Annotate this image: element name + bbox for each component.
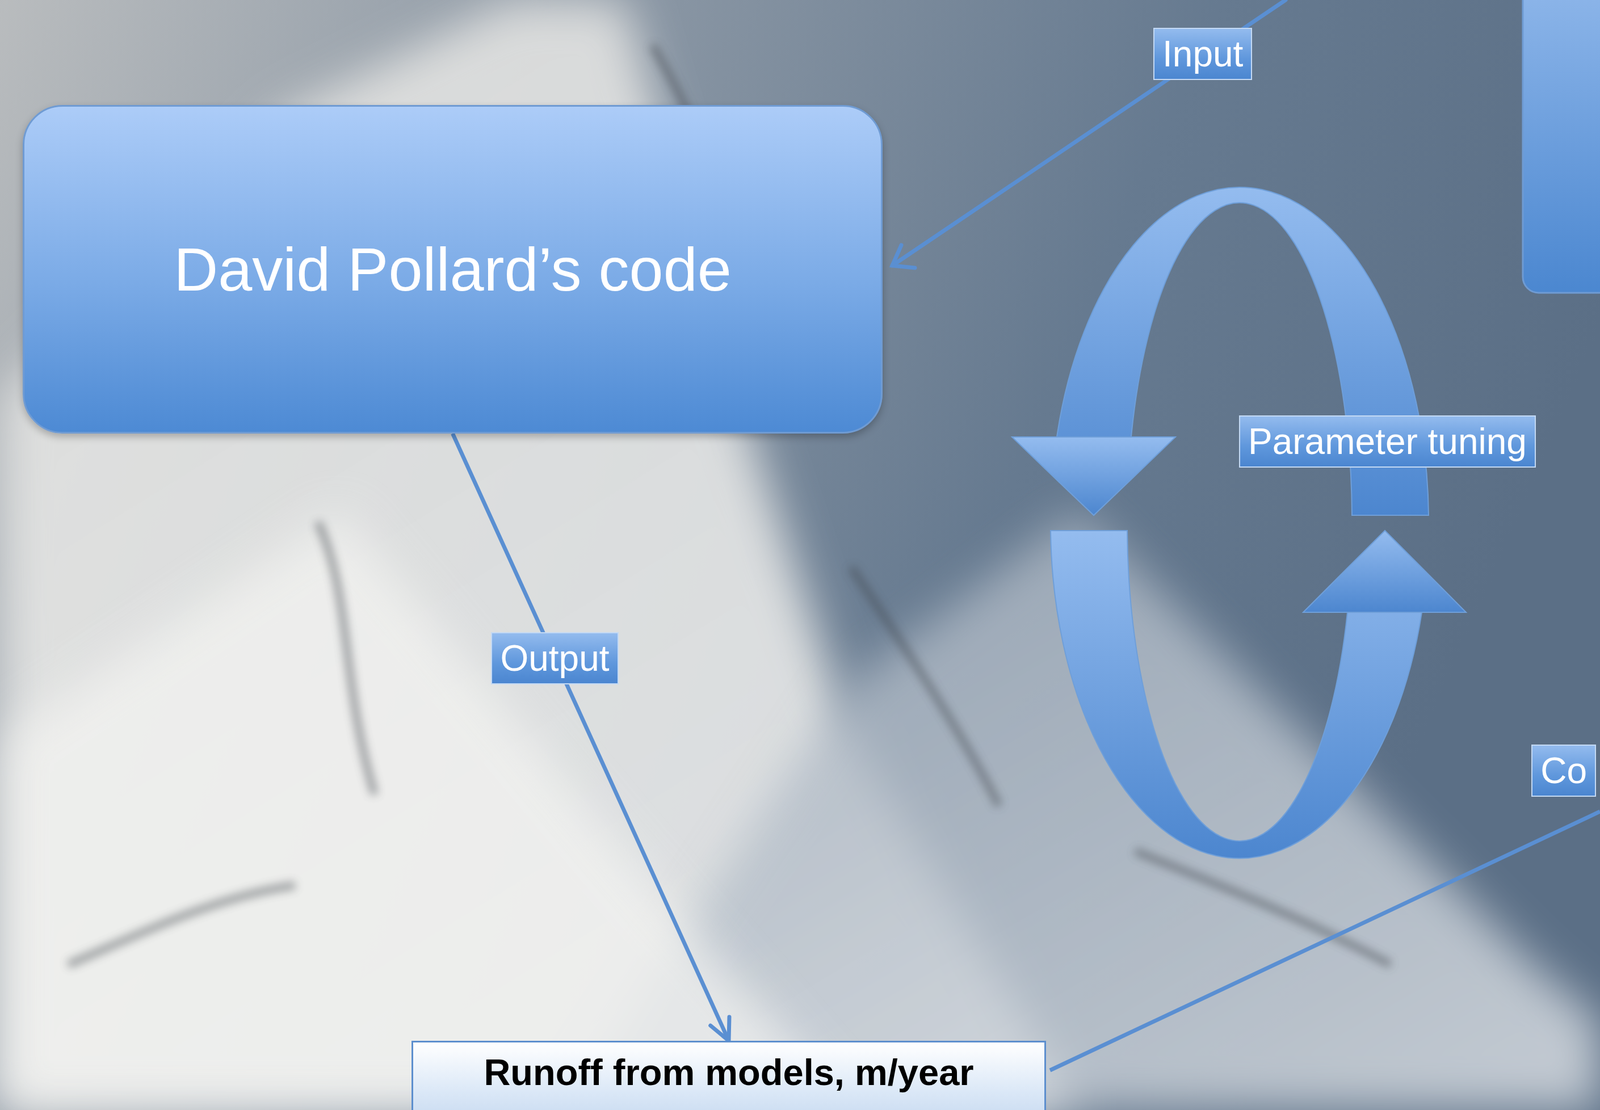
- box-text: Runoff from models, m/year: [483, 1050, 974, 1095]
- comparison-line: [1050, 811, 1600, 1071]
- tuning-loop: [1011, 187, 1467, 859]
- connector-arrow: [452, 433, 730, 1041]
- tag-label: Parameter tuning: [1239, 415, 1536, 468]
- connector-line: [452, 433, 730, 1041]
- tag-label: Input: [1153, 27, 1253, 81]
- tag-label: Co: [1531, 744, 1597, 797]
- process-box: David Pollard’s code: [22, 105, 883, 434]
- input-arrow: [892, 0, 1286, 268]
- box-text: David Pollard’s code: [173, 232, 732, 307]
- cut-off-box: [1522, 0, 1600, 293]
- edge-label: Output: [490, 632, 619, 685]
- result-box: Runoff from models, m/year: [411, 1040, 1047, 1110]
- arrow-head: [710, 1017, 730, 1041]
- bright-snow: [0, 510, 852, 1110]
